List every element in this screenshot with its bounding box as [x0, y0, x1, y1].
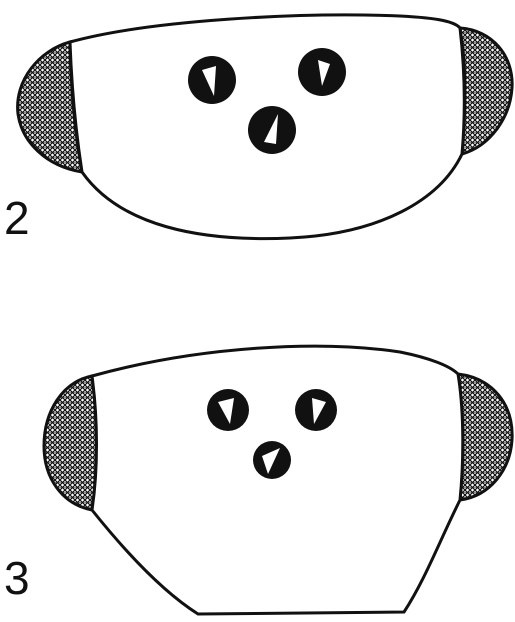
right-ocellus — [298, 48, 346, 96]
figure-2-label: 2 — [4, 192, 30, 244]
left-ocellus — [207, 389, 249, 431]
median-ocellus — [253, 441, 291, 479]
right-ocellus — [295, 389, 337, 431]
figure-3-label: 3 — [4, 552, 30, 604]
median-ocellus — [248, 106, 296, 154]
left-compound-eye — [44, 376, 97, 510]
figure-2: 2 — [4, 15, 512, 244]
left-ocellus — [188, 56, 236, 104]
figure-3: 3 — [4, 346, 512, 614]
right-compound-eye — [460, 28, 512, 154]
head-capsule — [92, 346, 463, 614]
right-compound-eye — [458, 374, 512, 500]
